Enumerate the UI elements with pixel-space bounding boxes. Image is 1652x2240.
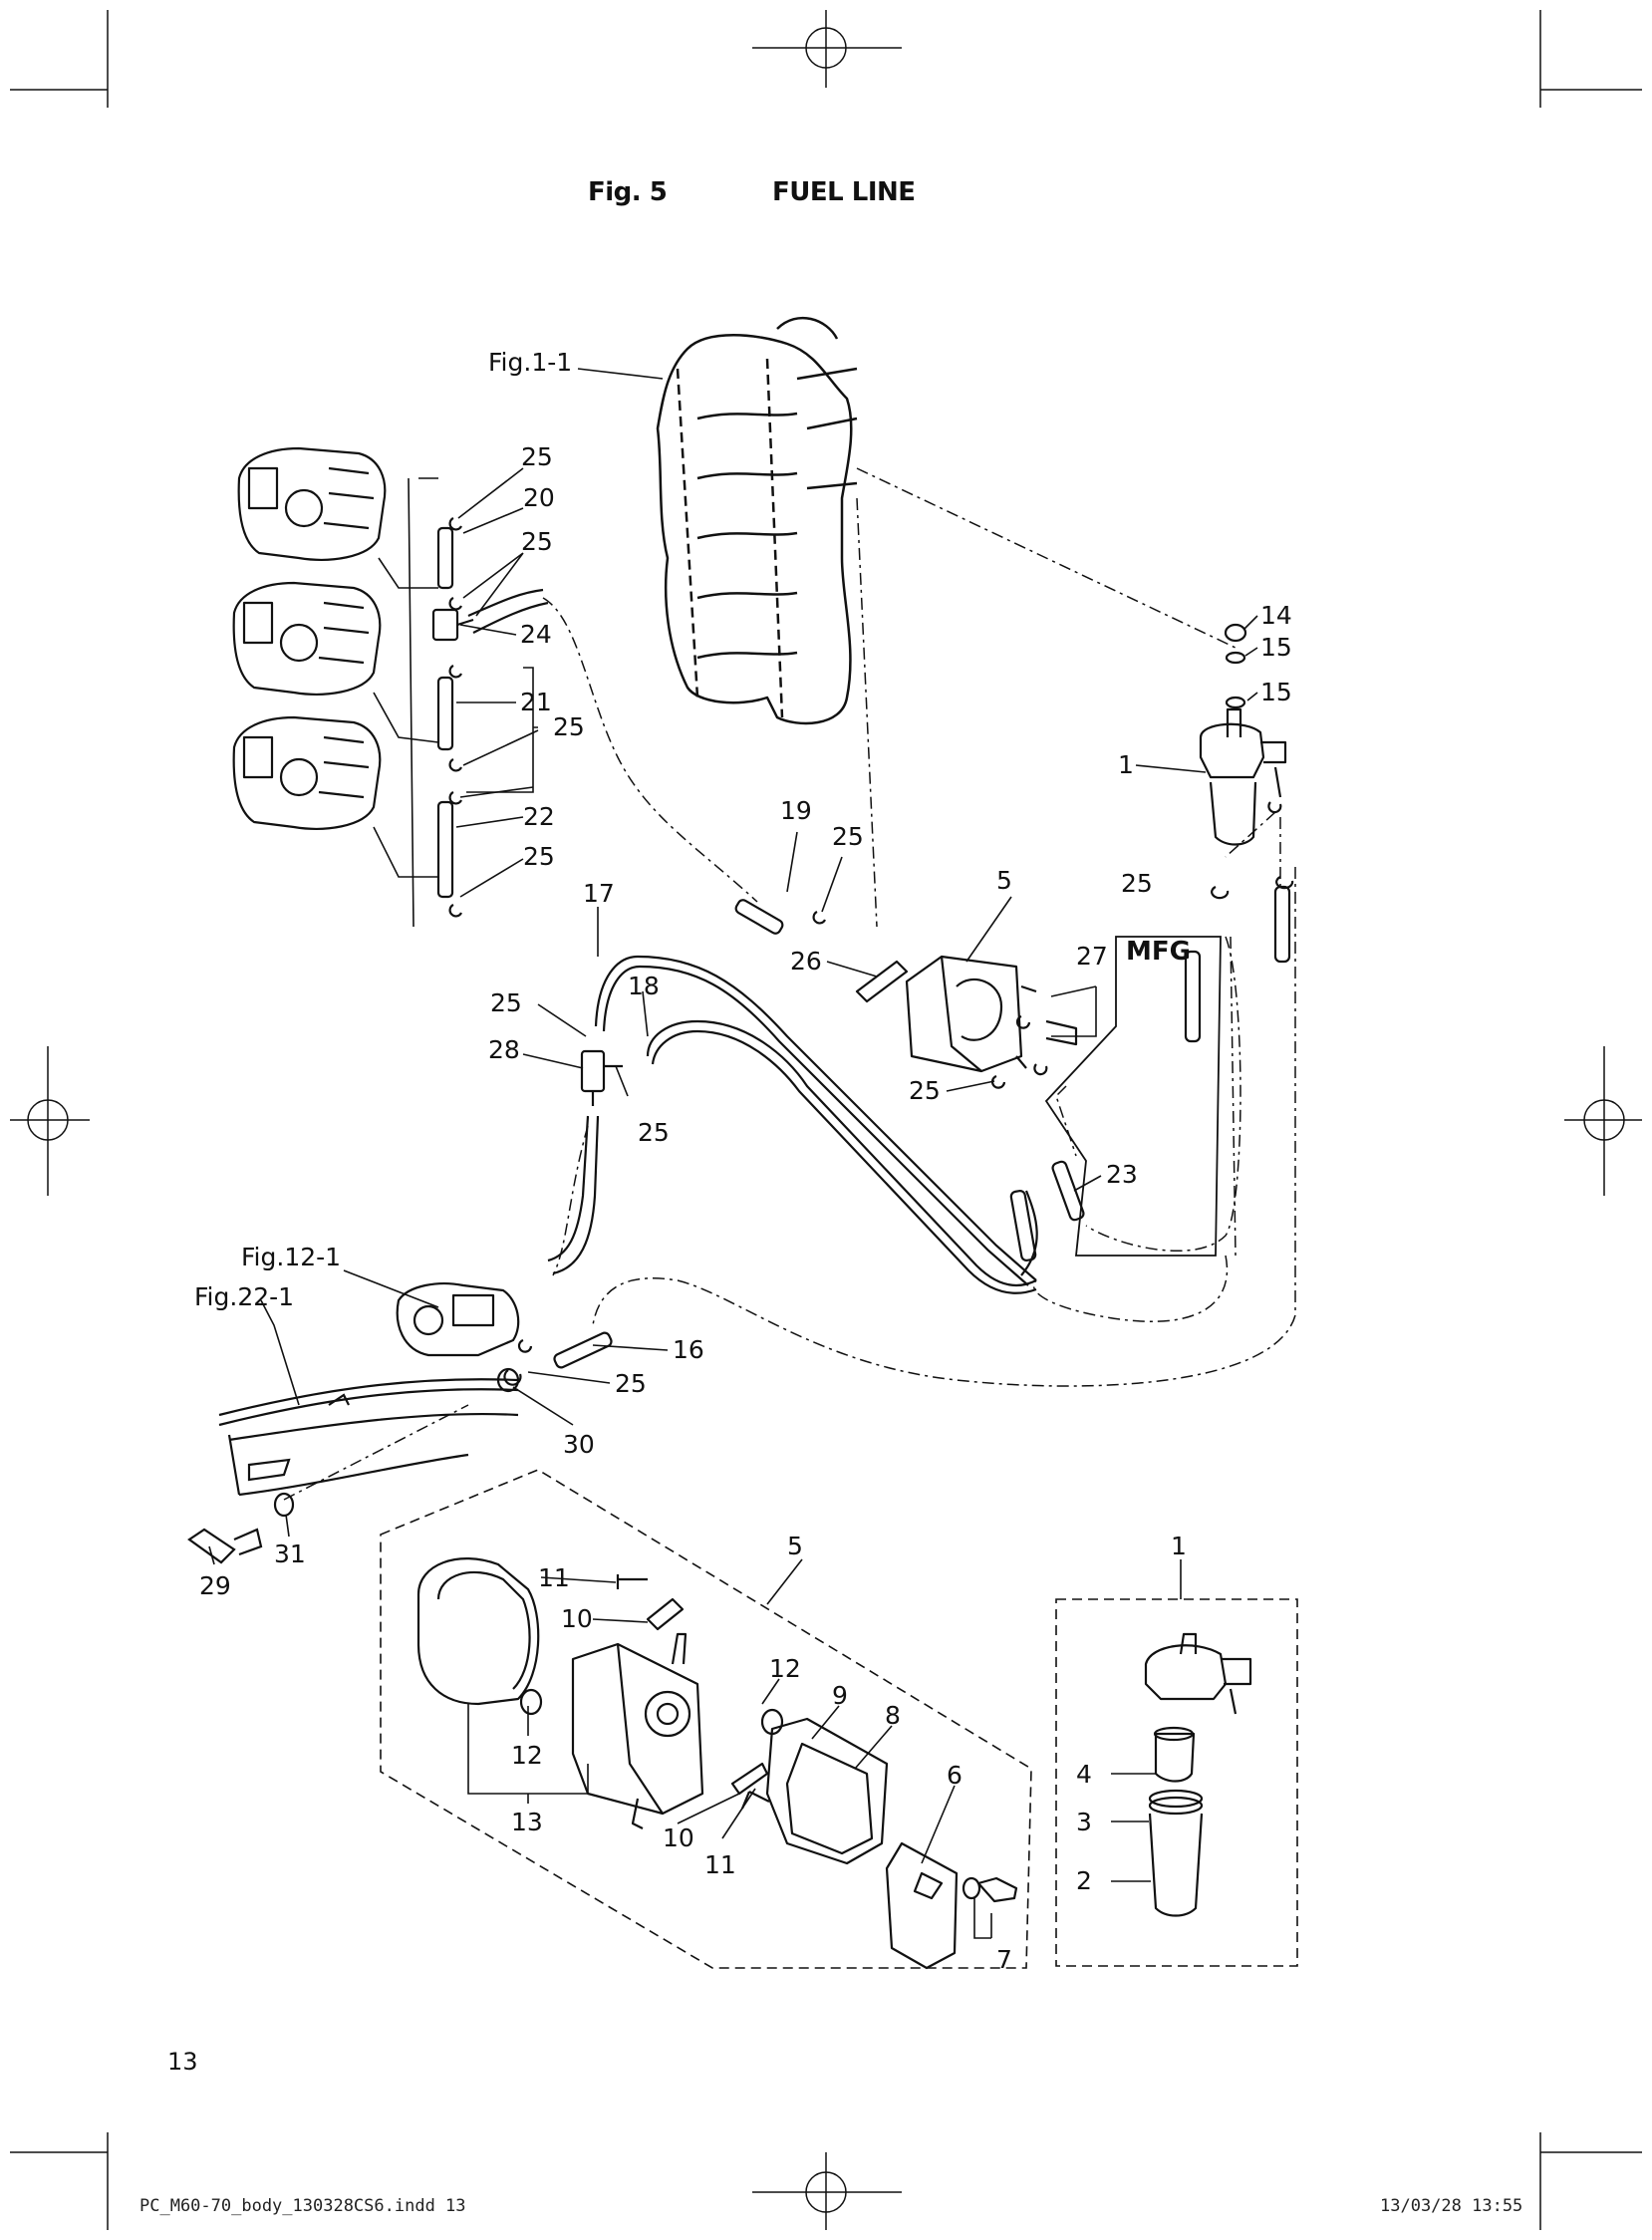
registration-mark-right	[1564, 1046, 1642, 1196]
callout-4: 4	[1076, 1760, 1092, 1789]
callout-12: 12	[511, 1741, 543, 1770]
callout-25: 25	[553, 712, 585, 741]
bottom-cowl-illustration	[218, 1378, 519, 1497]
carburetor-illustration	[232, 446, 387, 830]
fuel-pump-exploded-view	[416, 1557, 1018, 1970]
fuel-filter-exploded-view	[1144, 1632, 1252, 1917]
callout-25: 25	[521, 527, 553, 556]
file-slug: PC_M60-70_body_130328CS6.indd 13	[139, 2196, 466, 2216]
callout-31: 31	[274, 1540, 306, 1568]
callout-5: 5	[996, 866, 1012, 895]
detail-frame-fuel-filter	[1055, 1598, 1298, 1967]
callout-25: 25	[1121, 869, 1153, 898]
callout-1: 1	[1118, 750, 1134, 779]
callout-21: 21	[520, 688, 552, 716]
callout-28: 28	[488, 1035, 520, 1064]
dashed-reference-lines	[283, 467, 1296, 1501]
drain-plug-29	[187, 1367, 520, 1564]
callout-26: 26	[790, 947, 822, 976]
crop-marks	[10, 10, 1642, 2230]
fuel-pump-illustration	[855, 955, 1078, 1076]
callout-25: 25	[909, 1076, 941, 1105]
callout-22: 22	[523, 802, 555, 831]
callout-23: 23	[1106, 1160, 1138, 1189]
callout-14: 14	[1260, 601, 1292, 630]
ref-fig-12-1: Fig.12-1	[241, 1243, 341, 1271]
ref-fig-22-1: Fig.22-1	[194, 1282, 294, 1311]
callout-25: 25	[638, 1118, 670, 1147]
tee-joint-28	[547, 1049, 623, 1275]
ref-fig-1-1: Fig.1-1	[488, 348, 572, 377]
figure-number: Fig. 5	[588, 177, 668, 207]
callout-30: 30	[563, 1430, 595, 1459]
callout-10: 10	[561, 1604, 593, 1633]
hoses-misc	[503, 875, 1294, 1386]
callout-29: 29	[199, 1571, 231, 1600]
callout-15: 15	[1260, 633, 1292, 662]
fuel-connector-illustration	[396, 1282, 520, 1357]
callout-10: 10	[663, 1823, 694, 1852]
registration-mark-left	[10, 1046, 90, 1196]
callout-27: 27	[1076, 942, 1108, 971]
callout-11: 11	[704, 1850, 736, 1879]
engine-block-illustration	[656, 316, 858, 725]
figure-references: Fig.1-1 Fig.12-1 Fig.22-1	[194, 348, 572, 1311]
callout-15: 15	[1260, 678, 1292, 706]
callout-12: 12	[769, 1654, 801, 1683]
callout-25: 25	[521, 442, 553, 471]
figure-title: FUEL LINE	[772, 177, 916, 207]
callout-11: 11	[538, 1563, 570, 1592]
callout-8: 8	[885, 1701, 901, 1730]
detail-frame-fuel-pump	[380, 1469, 1032, 1969]
callout-13: 13	[511, 1808, 543, 1836]
callout-25: 25	[832, 822, 864, 851]
callout-9: 9	[832, 1681, 848, 1710]
registration-mark-bottom	[752, 2152, 902, 2230]
callout-25: 25	[615, 1369, 647, 1398]
callout-25: 25	[490, 988, 522, 1017]
registration-mark-top	[752, 10, 902, 88]
callout-2: 2	[1076, 1866, 1092, 1895]
fuel-filter-illustration	[1199, 623, 1287, 846]
callout-5-detail: 5	[787, 1532, 803, 1560]
callout-18: 18	[628, 972, 660, 1000]
callout-19: 19	[780, 796, 812, 825]
callout-17: 17	[583, 879, 615, 908]
callout-6: 6	[947, 1761, 963, 1790]
leader-lines	[208, 368, 1258, 1939]
page-number: 13	[167, 2048, 198, 2076]
callout-7: 7	[996, 1945, 1012, 1974]
callout-24: 24	[520, 620, 552, 649]
carb-bracket-lines	[373, 477, 439, 928]
callout-25: 25	[523, 842, 555, 871]
print-timestamp: 13/03/28 13:55	[1380, 2196, 1523, 2216]
callout-labels: 25 20 25 24 21 25 22 25 14 15 15 1 19 25…	[199, 442, 1292, 1974]
callout-1-detail: 1	[1171, 1532, 1187, 1560]
callout-16: 16	[673, 1335, 704, 1364]
callout-3: 3	[1076, 1808, 1092, 1836]
callout-20: 20	[523, 483, 555, 512]
mfg-label: MFG	[1126, 937, 1191, 967]
fuel-pipes	[594, 955, 1038, 1294]
mfg-bracket	[1044, 936, 1222, 1257]
